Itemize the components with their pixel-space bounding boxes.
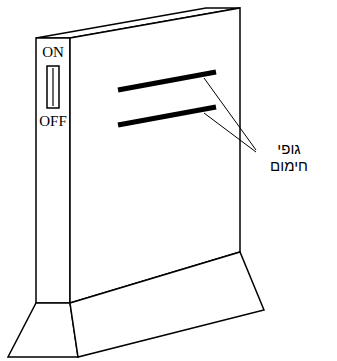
switch-label: OFF	[39, 113, 67, 130]
switch-label: ON	[42, 44, 64, 61]
leader-line	[204, 113, 256, 152]
callout-label: גופי חימום	[260, 140, 318, 175]
heating-element	[118, 72, 216, 90]
base-side	[8, 303, 78, 357]
heating-element	[118, 107, 216, 125]
side-face	[36, 38, 70, 303]
front-face	[70, 8, 240, 303]
switch-toggle	[52, 68, 53, 106]
base-front	[70, 252, 264, 357]
switch-frame	[47, 66, 59, 108]
leader-line	[204, 78, 256, 150]
